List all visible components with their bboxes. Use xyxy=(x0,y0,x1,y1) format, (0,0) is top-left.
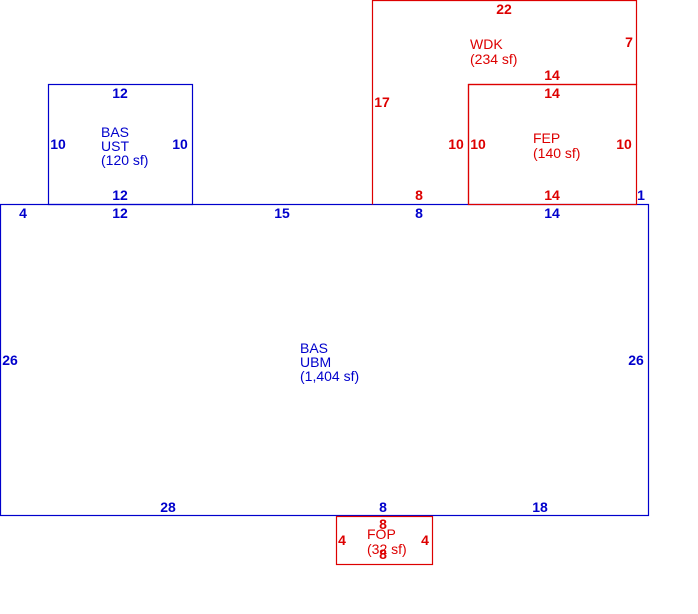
dim-fep-right: 10 xyxy=(616,136,632,152)
fop-area-size: (32 sf) xyxy=(367,541,407,557)
ust-outline xyxy=(47,83,194,206)
dim-ubm-top-a: 4 xyxy=(19,205,27,221)
dim-ubm-left: 26 xyxy=(2,352,18,368)
ubm-area-sub: UBM xyxy=(300,354,331,370)
dim-fep-left: 10 xyxy=(470,136,486,152)
dim-ubm-bottom-b: 8 xyxy=(379,499,387,515)
ubm-area-size: (1,404 sf) xyxy=(300,368,359,384)
dim-ust-left: 10 xyxy=(50,136,66,152)
dim-wdk-top: 22 xyxy=(496,1,512,17)
dim-wdk-inner-left: 10 xyxy=(448,136,464,152)
dim-fop-bottom: 8 xyxy=(379,546,387,562)
dim-fop-left: 4 xyxy=(338,532,346,548)
wdk-outline xyxy=(371,0,638,205)
fop-area-code: FOP xyxy=(367,526,396,542)
dim-fop-right: 4 xyxy=(421,532,429,548)
dim-ubm-top-c: 15 xyxy=(274,205,290,221)
dim-ust-right: 10 xyxy=(172,136,188,152)
dim-ust-bottom: 12 xyxy=(112,187,128,203)
dim-fop-top: 8 xyxy=(379,516,387,532)
dim-ubm-top-e: 14 xyxy=(544,205,560,221)
dim-ubm-top-b: 12 xyxy=(112,205,128,221)
dim-ust-top: 12 xyxy=(112,85,128,101)
ust-area-size: (120 sf) xyxy=(101,152,148,168)
dim-fep-top: 14 xyxy=(544,85,560,101)
ust-area-sub: UST xyxy=(101,138,129,154)
dim-ubm-bottom-c: 18 xyxy=(532,499,548,515)
ust-area-code: BAS xyxy=(101,124,129,140)
wdk-area-size: (234 sf) xyxy=(470,51,517,67)
dim-wdk-inner-top: 14 xyxy=(544,67,560,83)
dim-fep-gap: 1 xyxy=(637,187,645,203)
ubm-area-code: BAS xyxy=(300,340,328,356)
dim-wdk-right: 7 xyxy=(625,34,633,50)
wdk-area-code: WDK xyxy=(470,36,503,52)
dim-wdk-left: 17 xyxy=(374,94,390,110)
dim-ubm-right: 26 xyxy=(628,352,644,368)
fep-outline xyxy=(467,83,638,206)
fep-area-code: FEP xyxy=(533,130,560,146)
dim-ubm-top-d: 8 xyxy=(415,205,423,221)
ubm-outline xyxy=(0,203,650,517)
dim-ubm-bottom-a: 28 xyxy=(160,499,176,515)
dim-wdk-bottom: 8 xyxy=(415,187,423,203)
fep-area-size: (140 sf) xyxy=(533,145,580,161)
fop-outline xyxy=(335,515,434,566)
dim-fep-bottom: 14 xyxy=(544,187,560,203)
